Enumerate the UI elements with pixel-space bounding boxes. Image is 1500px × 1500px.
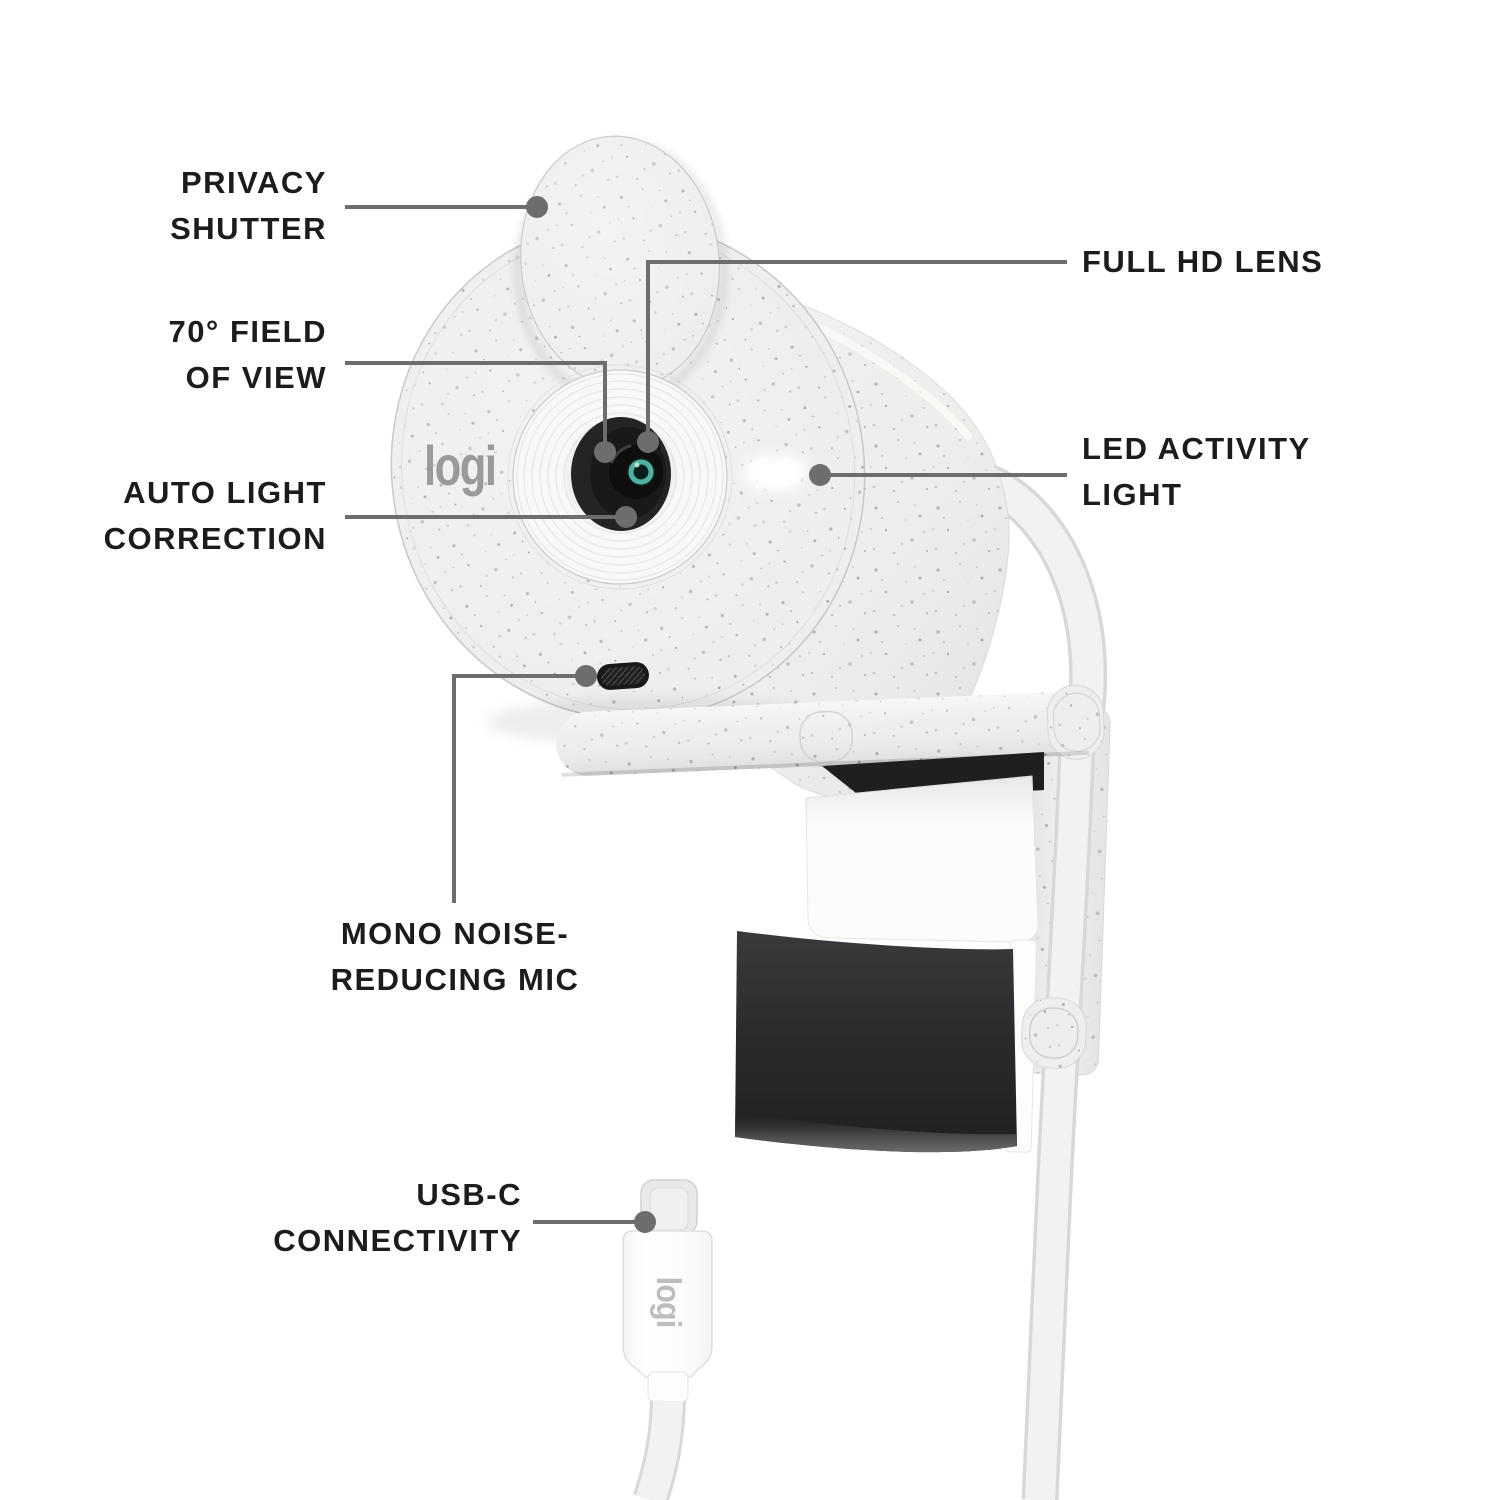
usb-c-plug xyxy=(622,1179,713,1500)
label-line: FULL HD LENS xyxy=(1082,244,1324,279)
label-line: CORRECTION xyxy=(103,521,327,556)
cable-down xyxy=(1021,741,1096,1500)
label-led-activity: LED ACTIVITY LIGHT xyxy=(1082,426,1311,518)
label-usb-c: USB-C CONNECTIVITY xyxy=(273,1172,522,1264)
clip-bottom-hinge xyxy=(1020,997,1087,1069)
privacy-shutter-disc xyxy=(520,135,720,389)
label-line: USB-C xyxy=(416,1177,522,1212)
label-field-of-view: 70° FIELD OF VIEW xyxy=(168,309,327,401)
clip-bracket xyxy=(805,775,1039,943)
usb-cable xyxy=(632,1400,686,1500)
label-line: SHUTTER xyxy=(170,211,327,246)
logi-logo-face: logi xyxy=(424,434,497,497)
led-activity-light xyxy=(744,456,806,490)
label-line: LED ACTIVITY xyxy=(1082,431,1311,466)
label-full-hd-lens: FULL HD LENS xyxy=(1082,239,1323,285)
label-privacy-shutter: PRIVACY SHUTTER xyxy=(170,160,327,252)
callout-dot-full-hd-lens xyxy=(637,431,659,453)
callout-dot-field-of-view xyxy=(594,441,616,463)
monitor-clip xyxy=(485,684,1111,1500)
leader-full-hd-lens xyxy=(646,260,1067,442)
callout-dot-usb-c xyxy=(634,1211,656,1233)
label-line: PRIVACY xyxy=(180,165,327,200)
label-line: OF VIEW xyxy=(185,360,327,395)
clip-pad xyxy=(735,931,1017,1153)
leader-mono-mic xyxy=(452,674,586,903)
label-line: REDUCING MIC xyxy=(330,962,580,997)
callout-leaders xyxy=(345,196,1067,1233)
callout-dot-auto-light xyxy=(615,506,637,528)
label-line: CONNECTIVITY xyxy=(273,1223,522,1258)
label-auto-light: AUTO LIGHT CORRECTION xyxy=(104,470,327,562)
leader-field-of-view xyxy=(345,361,607,452)
callout-dot-privacy-shutter xyxy=(526,196,548,218)
label-line: 70° FIELD xyxy=(168,314,327,349)
mount-hinge-bar xyxy=(556,684,1105,777)
callout-dot-led-activity xyxy=(809,464,831,486)
label-mono-mic: MONO NOISE- REDUCING MIC xyxy=(225,911,685,1003)
label-line: AUTO LIGHT xyxy=(123,475,327,510)
mic-slot xyxy=(597,662,649,690)
label-line: LIGHT xyxy=(1082,477,1183,512)
label-line: MONO NOISE- xyxy=(340,916,570,951)
logi-logo-plug: logi xyxy=(649,1276,687,1328)
callout-dot-mono-mic xyxy=(575,665,597,687)
